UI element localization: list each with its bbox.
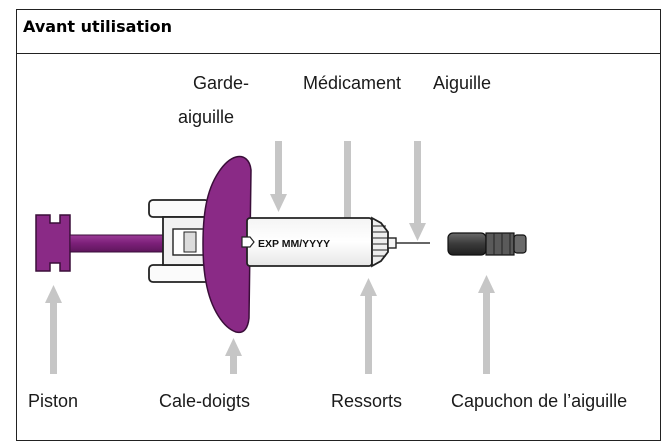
label-cale-doigts: Cale-doigts <box>159 391 251 411</box>
arrow-piston <box>45 285 62 374</box>
figure-frame: Avant utilisation <box>16 9 661 441</box>
label-capuchon: Capuchon de l’aiguille <box>451 391 628 411</box>
label-garde-aiguille-line1: Garde- <box>193 73 250 93</box>
label-aiguille: Aiguille <box>433 73 492 93</box>
arrow-cale-doigts <box>225 338 242 374</box>
figure-header: Avant utilisation <box>17 10 660 54</box>
arrow-ressorts <box>360 278 377 374</box>
label-piston: Piston <box>28 391 79 411</box>
label-medicament: Médicament <box>303 73 402 93</box>
figure-title: Avant utilisation <box>23 17 172 36</box>
syringe-barrel: EXP MM/YYYY <box>241 216 397 268</box>
arrow-capuchon <box>478 275 495 374</box>
arrow-aiguille <box>409 141 426 241</box>
label-garde-aiguille-line2: aiguille <box>178 107 235 127</box>
label-ressorts: Ressorts <box>331 391 403 411</box>
finger-grip <box>202 155 252 334</box>
arrow-garde-aiguille <box>270 141 287 212</box>
plunger <box>35 214 186 272</box>
expiry-label: EXP MM/YYYY <box>258 238 330 250</box>
needle-cap <box>447 232 527 256</box>
